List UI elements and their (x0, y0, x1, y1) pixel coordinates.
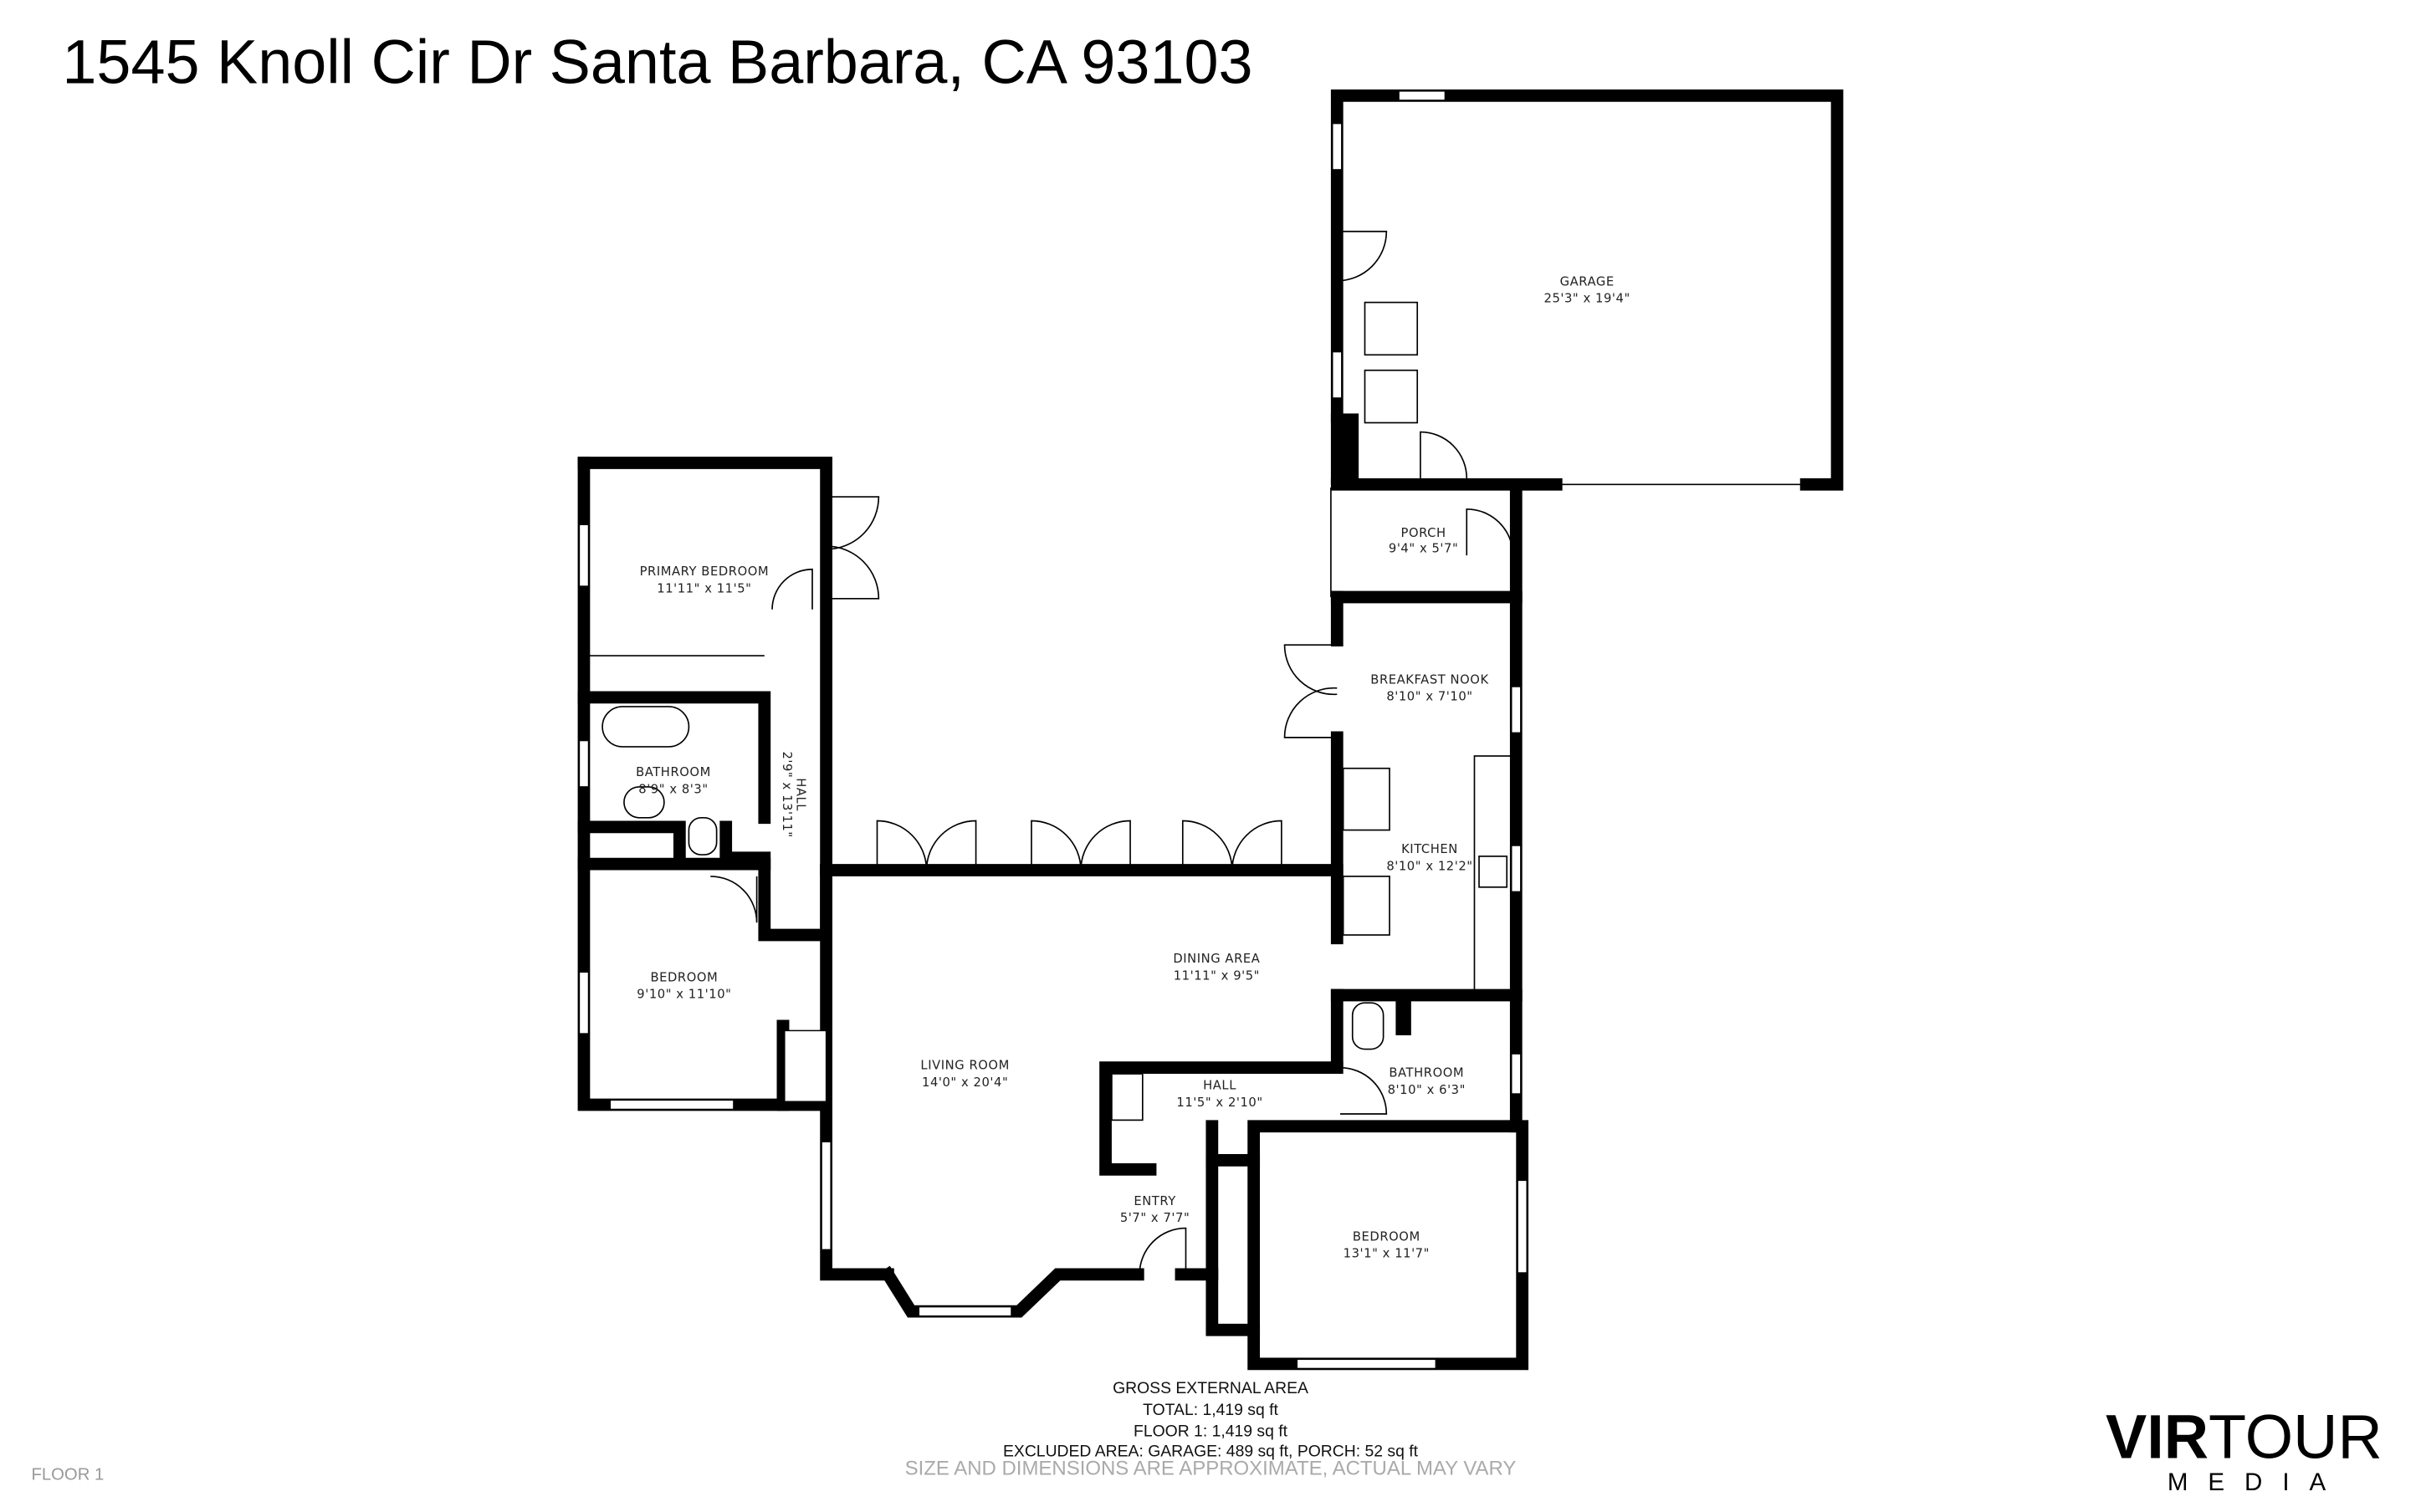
svg-text:11'5" x 2'10": 11'5" x 2'10" (1176, 1096, 1262, 1110)
area-excluded: EXCLUDED AREA: GARAGE: 489 sq ft, PORCH:… (1003, 1443, 1419, 1461)
svg-text:VIRTOUR: VIRTOUR (2106, 1402, 2383, 1471)
svg-text:9'10" x 11'10": 9'10" x 11'10" (637, 988, 731, 1002)
room-bedroom-2: BEDROOM 13'1" x 11'7" (1344, 1229, 1430, 1260)
svg-text:11'11" x 9'5": 11'11" x 9'5" (1174, 969, 1260, 983)
svg-text:HALL: HALL (1203, 1078, 1236, 1092)
area-total: TOTAL: 1,419 sq ft (1143, 1401, 1278, 1419)
area-floor1: FLOOR 1: 1,419 sq ft (1134, 1423, 1288, 1441)
room-garage: GARAGE 25'3" x 19'4" (1544, 274, 1630, 305)
svg-text:HALL: HALL (794, 778, 808, 811)
svg-text:14'0" x 20'4": 14'0" x 20'4" (922, 1075, 1008, 1090)
virtour-media-logo: VIRTOUR MEDIA (2106, 1402, 2383, 1496)
property-address-title: 1545 Knoll Cir Dr Santa Barbara, CA 9310… (62, 28, 1252, 97)
svg-text:MEDIA: MEDIA (2168, 1469, 2346, 1496)
room-bedroom-1: BEDROOM 9'10" x 11'10" (637, 970, 731, 1001)
floor-label: FLOOR 1 (31, 1465, 104, 1484)
room-dining-area: DINING AREA 11'11" x 9'5" (1173, 952, 1260, 983)
room-entry: ENTRY 5'7" x 7'7" (1120, 1194, 1190, 1225)
svg-text:GARAGE: GARAGE (1560, 274, 1615, 289)
svg-text:5'7" x 7'7": 5'7" x 7'7" (1120, 1211, 1190, 1225)
disclaimer: SIZE AND DIMENSIONS ARE APPROXIMATE, ACT… (905, 1458, 1517, 1480)
svg-text:BEDROOM: BEDROOM (1353, 1229, 1420, 1244)
walls (577, 89, 1844, 1371)
room-bathroom-2: BATHROOM 8'10" x 6'3" (1388, 1066, 1466, 1097)
area-heading: GROSS EXTERNAL AREA (1113, 1379, 1308, 1397)
svg-text:LIVING ROOM: LIVING ROOM (920, 1059, 1009, 1073)
windows (578, 90, 1528, 1370)
svg-text:PRIMARY BEDROOM: PRIMARY BEDROOM (640, 564, 770, 579)
svg-text:BATHROOM: BATHROOM (636, 765, 711, 779)
room-bathroom-1: BATHROOM 8'9" x 8'3" (636, 765, 711, 796)
fireplace (784, 1029, 827, 1102)
room-hall-2: HALL 11'5" x 2'10" (1176, 1078, 1262, 1109)
room-primary-bedroom: PRIMARY BEDROOM 11'11" x 11'5" (640, 564, 770, 595)
svg-text:8'10" x 7'10": 8'10" x 7'10" (1386, 690, 1472, 704)
svg-text:13'1" x 11'7": 13'1" x 11'7" (1344, 1247, 1430, 1261)
svg-text:9'4" x 5'7": 9'4" x 5'7" (1389, 541, 1458, 555)
svg-text:11'11" x 11'5": 11'11" x 11'5" (657, 581, 751, 595)
svg-text:8'10" x 12'2": 8'10" x 12'2" (1386, 860, 1472, 874)
svg-text:DINING AREA: DINING AREA (1173, 952, 1260, 966)
svg-text:2'9" x 13'11": 2'9" x 13'11" (780, 751, 794, 837)
svg-text:8'10" x 6'3": 8'10" x 6'3" (1388, 1083, 1466, 1097)
room-breakfast-nook: BREAKFAST NOOK 8'10" x 7'10" (1370, 672, 1488, 703)
area-summary: GROSS EXTERNAL AREA TOTAL: 1,419 sq ft F… (905, 1379, 1517, 1480)
svg-text:BATHROOM: BATHROOM (1389, 1066, 1464, 1080)
svg-text:KITCHEN: KITCHEN (1401, 842, 1458, 856)
svg-text:BREAKFAST NOOK: BREAKFAST NOOK (1370, 672, 1488, 687)
fixtures (586, 230, 1518, 1274)
room-living-room: LIVING ROOM 14'0" x 20'4" (920, 1059, 1009, 1090)
svg-text:ENTRY: ENTRY (1134, 1194, 1176, 1208)
svg-text:25'3" x 19'4": 25'3" x 19'4" (1544, 292, 1630, 306)
svg-text:8'9" x 8'3": 8'9" x 8'3" (638, 782, 708, 796)
svg-text:PORCH: PORCH (1401, 526, 1446, 540)
room-kitchen: KITCHEN 8'10" x 12'2" (1386, 842, 1472, 873)
svg-text:BEDROOM: BEDROOM (650, 970, 718, 984)
